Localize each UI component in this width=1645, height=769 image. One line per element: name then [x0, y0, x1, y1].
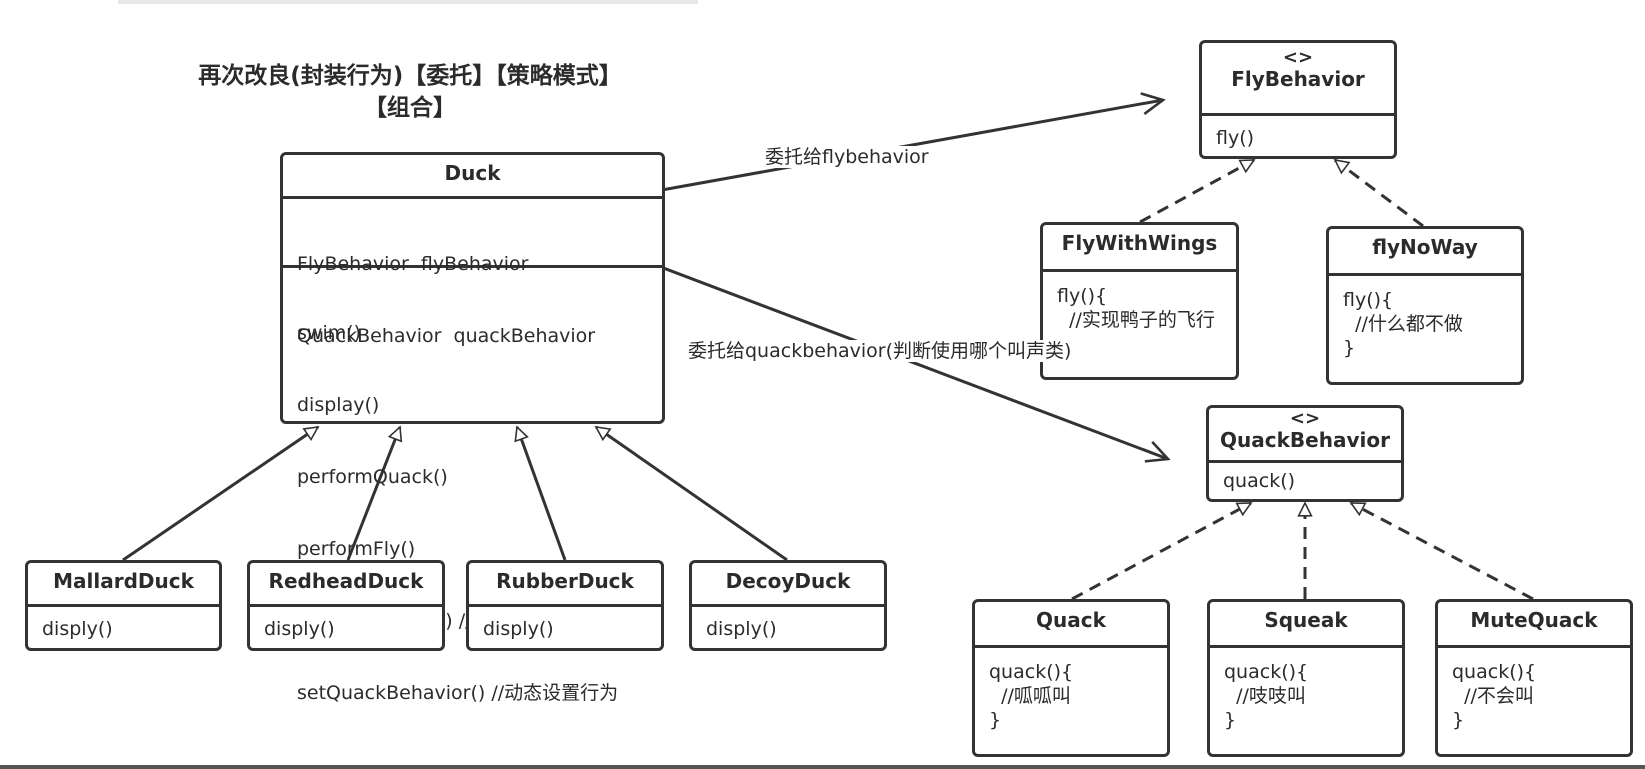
rubber-inherit-arrow	[517, 427, 567, 561]
decoyduck-name: DecoyDuck	[692, 563, 884, 607]
quack-realize-arrow	[1071, 501, 1251, 601]
flybehavior-interface: <> FlyBehavior fly()	[1199, 40, 1397, 159]
decoyduck-class: DecoyDuck disply()	[689, 560, 887, 651]
mutequack-body: quack(){ //不会叫 }	[1452, 661, 1537, 731]
duck-field: FlyBehavior flyBehavior	[297, 253, 529, 275]
redheadduck-method: disply()	[264, 618, 335, 640]
flywithwings-name: FlyWithWings	[1043, 225, 1236, 272]
flynoway-class: flyNoWay fly(){ //什么都不做 }	[1326, 226, 1524, 385]
rubberduck-class: RubberDuck disply()	[466, 560, 664, 651]
flynoway-body: fly(){ //什么都不做 }	[1343, 289, 1463, 359]
quackbehavior-method: quack()	[1223, 470, 1296, 492]
mutequack-realize-arrow	[1351, 501, 1534, 601]
mallardduck-method: disply()	[42, 618, 113, 640]
mallard-inherit-arrow	[122, 425, 318, 562]
flywithwings-body: fly(){ //实现鸭子的飞行	[1057, 285, 1215, 331]
fly-delegate-label: 委托给flybehavior	[765, 146, 929, 168]
bottom-divider	[0, 765, 1645, 769]
duck-field: QuackBehavior quackBehavior	[297, 325, 596, 347]
quackbehavior-interface: <> QuackBehavior quack()	[1206, 405, 1404, 502]
flybehavior-name: FlyBehavior	[1231, 67, 1365, 91]
quack-delegate-label: 委托给quackbehavior(判断使用哪个叫声类)	[688, 340, 1072, 362]
duck-method: swim()	[297, 322, 362, 344]
title-line-1: 再次改良(封装行为)【委托】【策略模式】	[198, 63, 622, 89]
rubberduck-method: disply()	[483, 618, 554, 640]
redheadduck-name: RedheadDuck	[250, 563, 442, 607]
duck-fields: FlyBehavior flyBehavior QuackBehavior qu…	[283, 199, 662, 347]
quackbehavior-header: <> QuackBehavior	[1209, 408, 1401, 463]
decoyduck-method: disply()	[706, 618, 777, 640]
rubberduck-name: RubberDuck	[469, 563, 661, 607]
duck-class-name: Duck	[283, 155, 662, 199]
flybehavior-method: fly()	[1216, 127, 1255, 149]
decoy-inherit-arrow	[596, 425, 788, 562]
mutequack-class: MuteQuack quack(){ //不会叫 }	[1435, 599, 1633, 757]
duck-method: performQuack()	[297, 466, 448, 488]
flybehavior-header: <> FlyBehavior	[1202, 43, 1394, 116]
squeak-name: Squeak	[1210, 602, 1402, 648]
flywithwings-class: FlyWithWings fly(){ //实现鸭子的飞行	[1040, 222, 1239, 380]
quack-name: Quack	[975, 602, 1167, 648]
mallardduck-name: MallardDuck	[28, 563, 219, 607]
quackbehavior-name: QuackBehavior	[1220, 428, 1390, 452]
redhead-inherit-arrow	[346, 427, 400, 561]
flywithwings-realize-arrow	[1139, 158, 1254, 224]
duck-method: performFly()	[297, 538, 416, 560]
flynoway-realize-arrow	[1335, 158, 1424, 228]
top-cropped-text	[118, 0, 698, 4]
flybehavior-stereotype: <>	[1282, 47, 1314, 68]
redheadduck-class: RedheadDuck disply()	[247, 560, 445, 651]
diagram-title: 再次改良(封装行为)【委托】【策略模式】 【组合】	[150, 60, 670, 124]
quackbehavior-stereotype: <>	[1289, 408, 1321, 429]
duck-method: display()	[297, 394, 380, 416]
mallardduck-class: MallardDuck disply()	[25, 560, 222, 651]
quack-class: Quack quack(){ //呱呱叫 }	[972, 599, 1170, 757]
title-line-2: 【组合】	[364, 95, 456, 121]
squeak-body: quack(){ //吱吱叫 }	[1224, 661, 1309, 731]
squeak-class: Squeak quack(){ //吱吱叫 }	[1207, 599, 1405, 757]
duck-class: Duck FlyBehavior flyBehavior QuackBehavi…	[280, 152, 665, 704]
quack-body: quack(){ //呱呱叫 }	[989, 661, 1074, 731]
mutequack-name: MuteQuack	[1438, 602, 1630, 648]
duck-method: setQuackBehavior() //动态设置行为	[297, 682, 619, 704]
flynoway-name: flyNoWay	[1329, 229, 1521, 276]
